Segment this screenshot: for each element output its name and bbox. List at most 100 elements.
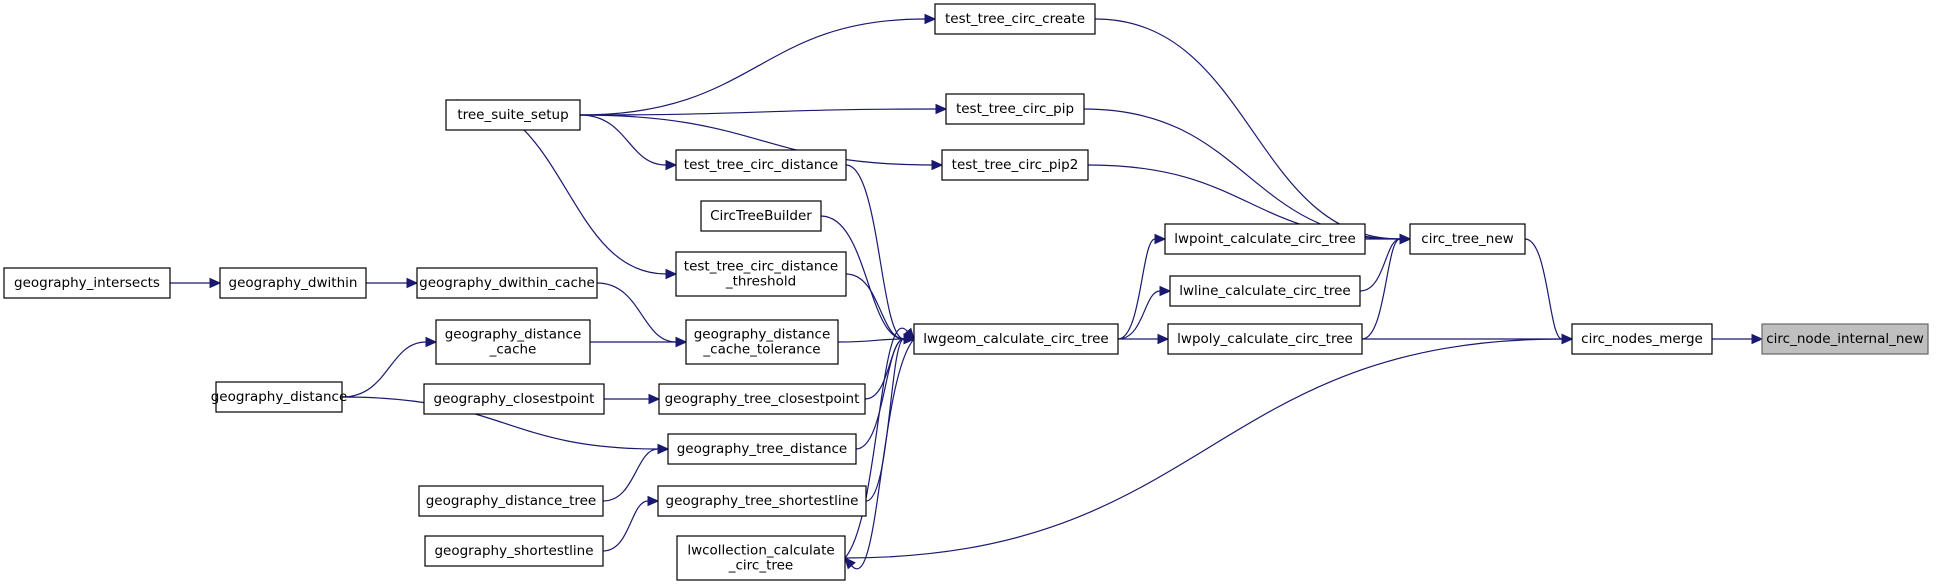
node-box bbox=[676, 535, 846, 581]
node-test-tree-circ-pip2[interactable]: test_tree_circ_pip2 bbox=[941, 149, 1089, 181]
edge-line bbox=[602, 448, 659, 502]
node-geography-distance[interactable]: geography_distance bbox=[211, 381, 348, 413]
node-box bbox=[423, 383, 605, 415]
node-label: geography_distance bbox=[211, 389, 348, 405]
node-box bbox=[1164, 223, 1366, 255]
node-geography-tree-shortestline[interactable]: geography_tree_shortestline bbox=[657, 485, 867, 517]
node-test-tree-circ-distance[interactable]: test_tree_circ_distance bbox=[675, 149, 847, 181]
edge-geography_distance_cache-to-geography_distance_cache_tolerance bbox=[589, 336, 688, 348]
node-label: test_tree_circ_distance bbox=[684, 157, 838, 173]
node-label: circ_node_internal_new bbox=[1766, 331, 1924, 347]
node-tree-suite-setup[interactable]: tree_suite_setup bbox=[445, 99, 581, 131]
node-geography-distance-cache-tolerance[interactable]: geography_distance_cache_tolerance bbox=[685, 319, 839, 365]
node-geography-dwithin[interactable]: geography_dwithin bbox=[219, 267, 367, 299]
node-label: test_tree_circ_pip2 bbox=[952, 157, 1079, 173]
edge-line bbox=[820, 215, 905, 340]
arrowhead-icon bbox=[648, 393, 661, 405]
edge-line bbox=[596, 282, 677, 343]
node-geography-tree-closestpoint[interactable]: geography_tree_closestpoint bbox=[658, 383, 866, 415]
node-label: circ_nodes_merge bbox=[1581, 331, 1703, 347]
edge-line bbox=[579, 18, 926, 116]
node-label: geography_closestpoint bbox=[434, 391, 595, 407]
edge-line bbox=[844, 327, 908, 559]
node-box bbox=[416, 267, 598, 299]
node-box bbox=[941, 149, 1089, 181]
node-box bbox=[1571, 323, 1713, 355]
node-lwline-calculate-circ-tree[interactable]: lwline_calculate_circ_tree bbox=[1169, 275, 1361, 307]
arrowhead-icon bbox=[1751, 333, 1764, 345]
node-label: tree_suite_setup bbox=[457, 107, 568, 123]
edge-line bbox=[851, 338, 915, 570]
node-lwgeom-calculate-circ-tree[interactable]: lwgeom_calculate_circ_tree bbox=[913, 323, 1119, 355]
edge-line bbox=[845, 164, 905, 340]
arrowhead-icon bbox=[647, 495, 660, 507]
edge-line bbox=[341, 396, 659, 450]
node-geography-intersects[interactable]: geography_intersects bbox=[3, 267, 171, 299]
node-test-tree-circ-create[interactable]: test_tree_circ_create bbox=[934, 3, 1096, 35]
node-box bbox=[219, 267, 367, 299]
arrowhead-icon bbox=[675, 336, 688, 348]
edge-geography_closestpoint-to-geography_tree_closestpoint bbox=[603, 393, 661, 405]
node-geography-dwithin-cache[interactable]: geography_dwithin_cache bbox=[416, 267, 598, 299]
edge-geography_shortestline-to-geography_tree_shortestline bbox=[602, 495, 660, 552]
node-label: lwpoint_calculate_circ_tree bbox=[1174, 231, 1356, 247]
edge-tree_suite_setup-to-test_tree_circ_pip bbox=[579, 103, 948, 116]
node-label: geography_shortestline bbox=[434, 543, 593, 559]
node-label: geography_dwithin_cache bbox=[419, 275, 595, 291]
node-label: geography_distance bbox=[445, 327, 582, 343]
edge-geography_dwithin-to-geography_dwithin_cache bbox=[365, 277, 419, 289]
arrowhead-icon bbox=[1561, 333, 1574, 345]
node-lwpoly-calculate-circ-tree[interactable]: lwpoly_calculate_circ_tree bbox=[1167, 323, 1363, 355]
node-label: geography_tree_closestpoint bbox=[665, 391, 860, 407]
node-label: test_tree_circ_distance bbox=[684, 259, 838, 275]
node-box bbox=[658, 383, 866, 415]
edge-geography_distance_tree-to-geography_tree_distance bbox=[602, 443, 670, 502]
arrowhead-icon bbox=[931, 159, 944, 171]
arrowhead-icon bbox=[1154, 233, 1167, 245]
arrowhead-icon bbox=[1159, 285, 1172, 297]
node-label: _cache bbox=[489, 342, 537, 358]
node-geography-distance-tree[interactable]: geography_distance_tree bbox=[418, 485, 604, 517]
edge-circ_nodes_merge-to-circ_node_internal_new bbox=[1712, 333, 1764, 345]
node-geography-closestpoint[interactable]: geography_closestpoint bbox=[423, 383, 605, 415]
edge-lwcollection_calculate_circ_tree-to-circ_nodes_merge bbox=[844, 333, 1574, 559]
node-lwcollection-calculate-circ-tree[interactable]: lwcollection_calculate_circ_tree bbox=[676, 535, 846, 581]
arrowhead-icon bbox=[657, 443, 670, 455]
node-box bbox=[667, 433, 857, 465]
edge-lwgeom_calculate_circ_tree-to-lwpoint_calculate_circ_tree bbox=[1117, 233, 1167, 340]
node-label: geography_intersects bbox=[14, 275, 160, 291]
node-label: geography_distance bbox=[694, 327, 831, 343]
node-circ-node-internal-new[interactable]: circ_node_internal_new bbox=[1761, 323, 1929, 355]
edge-geography_intersects-to-geography_dwithin bbox=[169, 277, 222, 289]
edge-line bbox=[845, 273, 905, 340]
edge-line bbox=[1361, 238, 1401, 340]
edge-tree_suite_setup-to-test_tree_circ_distance bbox=[579, 114, 678, 171]
node-box bbox=[945, 93, 1085, 125]
node-CircTreeBuilder[interactable]: CircTreeBuilder bbox=[700, 200, 822, 232]
node-label: geography_distance_tree bbox=[426, 493, 597, 509]
node-box bbox=[913, 323, 1119, 355]
node-lwpoint-calculate-circ-tree[interactable]: lwpoint_calculate_circ_tree bbox=[1164, 223, 1366, 255]
node-test-tree-circ-distance-threshold[interactable]: test_tree_circ_distance_threshold bbox=[675, 251, 847, 297]
node-test-tree-circ-pip[interactable]: test_tree_circ_pip bbox=[945, 93, 1085, 125]
arrowhead-icon bbox=[935, 103, 948, 115]
arrowhead-icon bbox=[903, 333, 916, 345]
node-geography-distance-cache[interactable]: geography_distance_cache bbox=[435, 319, 591, 365]
edge-geography_dwithin_cache-to-geography_distance_cache_tolerance bbox=[596, 282, 688, 348]
edge-geography_tree_shortestline-to-lwgeom_calculate_circ_tree bbox=[865, 333, 916, 502]
arrowhead-icon bbox=[406, 277, 419, 289]
node-circ-tree-new[interactable]: circ_tree_new bbox=[1409, 223, 1526, 255]
node-label: lwline_calculate_circ_tree bbox=[1179, 283, 1350, 299]
node-geography-tree-distance[interactable]: geography_tree_distance bbox=[667, 433, 857, 465]
node-box bbox=[1169, 275, 1361, 307]
node-circ-nodes-merge[interactable]: circ_nodes_merge bbox=[1571, 323, 1713, 355]
edge-line bbox=[579, 114, 933, 166]
arrowhead-icon bbox=[924, 13, 937, 25]
node-geography-shortestline[interactable]: geography_shortestline bbox=[424, 535, 604, 567]
edge-lwgeom_calculate_circ_tree-to-lwcollection_calculate_circ_tree bbox=[844, 338, 915, 570]
node-box bbox=[445, 99, 581, 131]
arrowhead-icon bbox=[209, 277, 222, 289]
node-box bbox=[1761, 323, 1929, 355]
arrowhead-icon bbox=[665, 268, 678, 280]
edge-line bbox=[602, 500, 649, 552]
